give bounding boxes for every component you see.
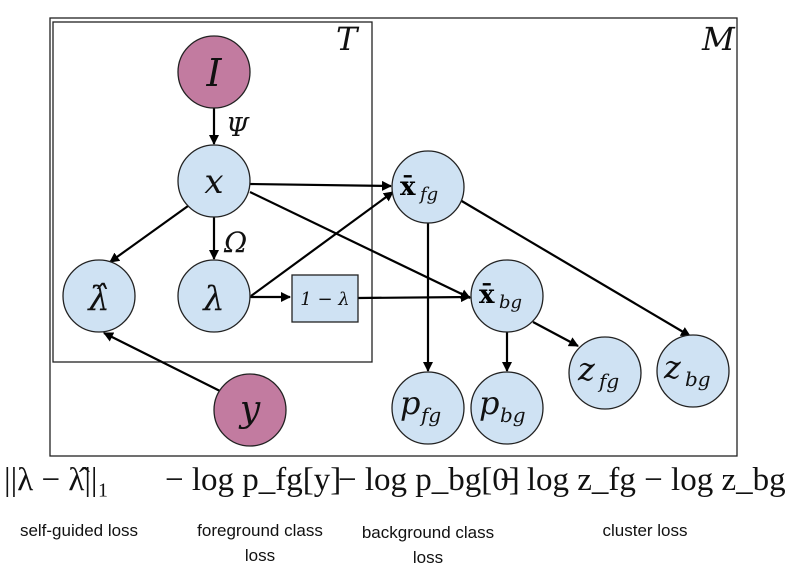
plate-m-label: M: [701, 20, 736, 58]
node-one-minus-lambda: 1 − λ: [291, 274, 359, 323]
node-x-bg: x̄ bg: [470, 259, 544, 333]
node-i: I: [177, 35, 251, 109]
node-p-bg: p bg: [470, 371, 544, 445]
svg-text:fg: fg: [418, 184, 438, 205]
svg-text:1 − λ: 1 − λ: [300, 289, 349, 310]
equation-term-self-guided: ||λ − λ̂||₁: [4, 462, 110, 498]
svg-text:bg: bg: [685, 367, 711, 391]
svg-text:x: x: [204, 162, 223, 202]
svg-text:z: z: [577, 350, 596, 388]
omega-label: Ω: [223, 226, 247, 259]
svg-text:p: p: [400, 384, 420, 422]
svg-text:bg: bg: [500, 403, 526, 427]
plate-m: [49, 17, 738, 457]
node-lambda: λ: [177, 259, 251, 333]
edge-lambda-xfg: [250, 191, 394, 297]
node-y: y: [213, 373, 287, 447]
svg-text:p: p: [479, 384, 499, 422]
svg-text:x̄: x̄: [400, 172, 416, 202]
caption-self-guided-loss: self-guided loss: [19, 521, 139, 540]
svg-text:y: y: [238, 389, 261, 430]
node-p-fg: p fg: [391, 371, 465, 445]
caption-cluster-loss: cluster loss: [602, 521, 688, 540]
svg-text:z: z: [663, 348, 682, 386]
edge-x-lambdahat: [109, 205, 189, 263]
svg-text:I: I: [205, 51, 222, 95]
equation-term-background: − log p_bg[0]: [338, 462, 520, 498]
edge-xbg-zfg: [532, 321, 579, 347]
node-x-fg: x̄ fg: [391, 150, 465, 224]
edge-xfg-zbg: [459, 199, 691, 337]
plate-t: [52, 21, 373, 363]
edge-x-xfg: [249, 180, 392, 191]
node-lambda-hat: λ̂: [62, 259, 136, 333]
equation-term-cluster: − log z_fg − log z_bg: [500, 462, 786, 498]
node-z-bg: z bg: [656, 334, 730, 408]
edge-box-xbg: [357, 292, 471, 303]
caption-foreground-class-loss: foreground class loss: [197, 521, 323, 565]
edge-y-lambdahat: [103, 332, 223, 393]
node-x: x: [177, 144, 251, 218]
caption-background-class-loss: background class loss: [361, 523, 495, 567]
svg-text:x̄: x̄: [479, 280, 495, 310]
edge-x-xbg: [249, 191, 471, 299]
node-z-fg: z fg: [568, 336, 642, 410]
svg-text:λ̂: λ̂: [86, 279, 110, 319]
svg-text:fg: fg: [419, 403, 441, 427]
svg-text:λ: λ: [201, 279, 225, 319]
svg-text:bg: bg: [499, 292, 522, 313]
psi-label: Ψ: [226, 113, 250, 143]
equation-term-foreground: − log p_fg[y]: [165, 462, 342, 498]
plate-t-label: T: [336, 20, 360, 58]
svg-text:fg: fg: [597, 369, 619, 393]
